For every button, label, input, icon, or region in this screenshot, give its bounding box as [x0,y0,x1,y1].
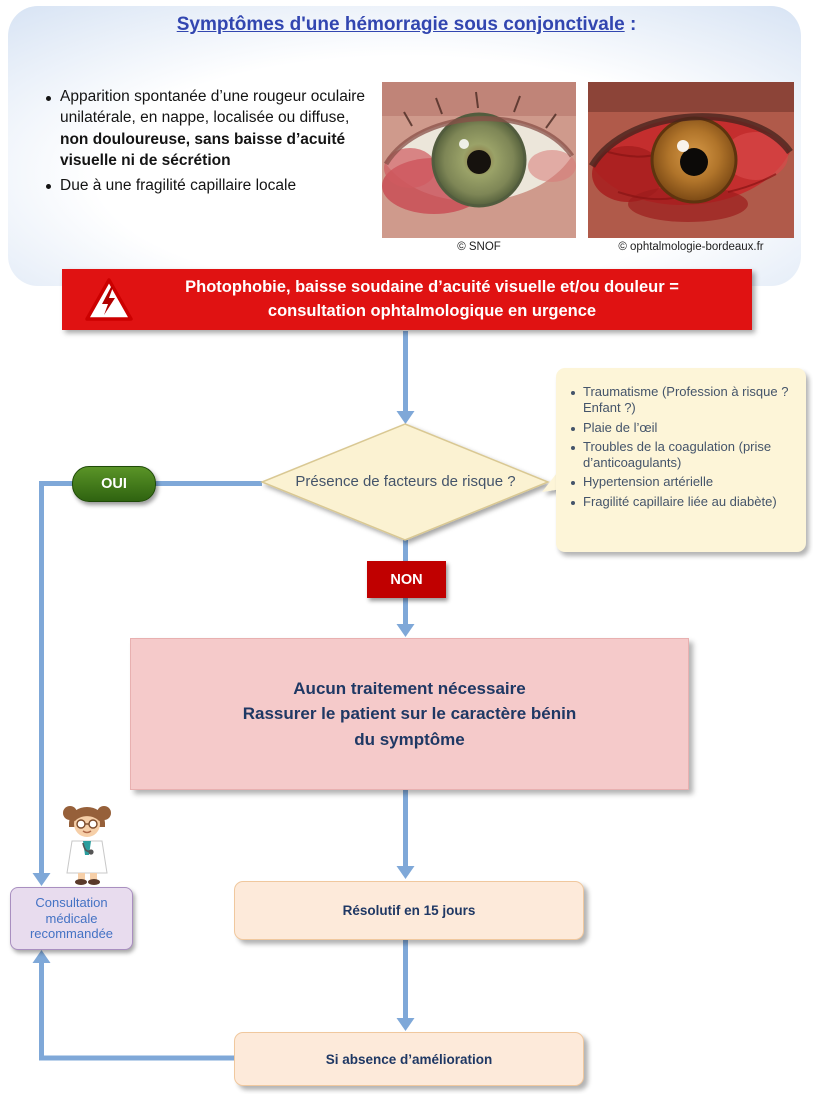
page-title-colon: : [624,14,637,35]
risk-factor-item: Hypertension artérielle [564,474,798,490]
branch-no-badge: NON [367,561,446,598]
symptom-list: Apparition spontanée d’une rougeur ocula… [40,86,370,199]
high-voltage-warning-icon [84,277,134,323]
photo-credit-snof: © SNOF [457,241,501,253]
symptom-text: Apparition spontanée d’une rougeur ocula… [60,88,366,127]
treatment-line2: Rassurer le patient sur le caractère bén… [242,704,577,724]
symptom-item: Due à une fragilité capillaire locale [40,175,370,196]
treatment-line1: Aucun traitement nécessaire [293,678,526,698]
risk-factor-item: Fragilité capillaire liée au diabète) [564,494,798,510]
decision-question: Présence de facteurs de risque ? [295,473,516,490]
symptom-item: Apparition spontanée d’une rougeur ocula… [40,86,370,172]
risk-factors-list: Traumatisme (Profession à risque ? Enfan… [564,384,798,510]
warning-line2: consultation ophtalmologique en urgence [267,301,597,320]
treatment-line3: du symptôme [354,729,465,749]
symptom-text-bold: non douloureuse, sans baisse d’acuité vi… [60,130,346,170]
doctor-illustration [56,799,118,885]
page-title-text: Symptômes d'une hémorragie sous conjonct… [176,14,625,35]
warning-line1: Photophobie, baisse soudaine d’acuité vi… [185,278,679,297]
warning-text: Photophobie, baisse soudaine d’acuité vi… [127,276,687,322]
risk-factors-callout: Traumatisme (Profession à risque ? Enfan… [556,368,806,552]
consultation-recommended-box: Consultation médicale recommandée [10,887,133,950]
resolution-box: Résolutif en 15 jours [234,881,584,940]
photo-credit-bordeaux: © ophtalmologie-bordeaux.fr [618,241,764,253]
no-improvement-box: Si absence d’amélioration [234,1032,584,1086]
emergency-warning-banner: Photophobie, baisse soudaine d’acuité vi… [62,269,752,330]
symptom-text: Due à une fragilité capillaire locale [60,176,297,194]
risk-factor-item: Traumatisme (Profession à risque ? Enfan… [564,384,798,417]
branch-yes-badge: OUI [72,466,156,502]
eye-photo-snof [382,82,576,238]
no-treatment-box: Aucun traitement nécessaire Rassurer le … [130,638,689,790]
risk-factor-item: Plaie de l’œil [564,420,798,436]
risk-factor-item: Troubles de la coagulation (prise d’anti… [564,439,798,472]
page-title: Symptômes d'une hémorragie sous conjonct… [0,14,813,36]
eye-photo-bordeaux [588,82,794,238]
